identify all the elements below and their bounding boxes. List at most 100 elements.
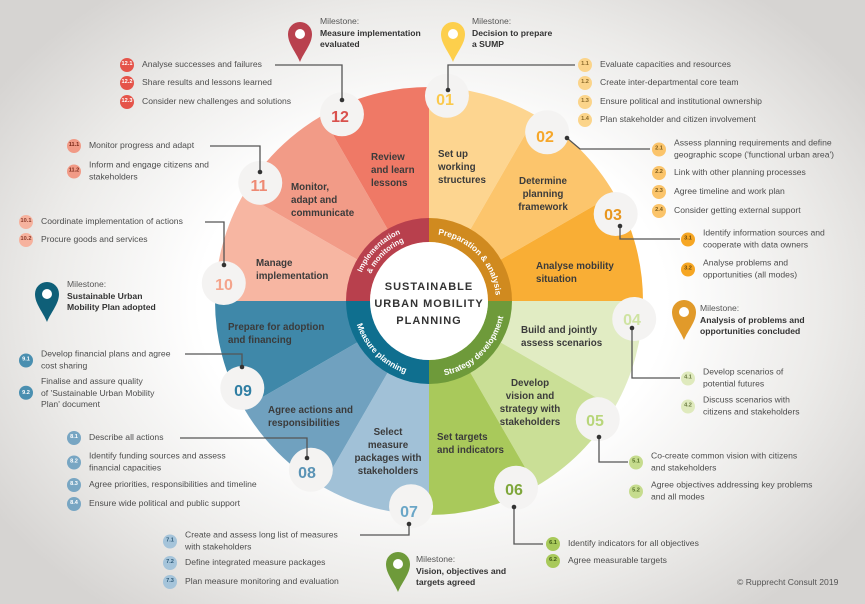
connector-line — [205, 221, 225, 265]
task-text: Create and assess long list of measures — [185, 529, 338, 540]
milestone-text: Decision to prepare — [472, 27, 553, 38]
task-text: Plan measure monitoring and evaluation — [185, 576, 339, 587]
step-label-line: planning — [523, 189, 564, 200]
task-text: Share results and lessons learned — [142, 77, 272, 88]
task-text: financial capacities — [89, 462, 162, 472]
milestone-prefix: Milestone: — [700, 303, 740, 313]
task-badge: 1.3 — [578, 95, 592, 109]
task-text: Plan' document — [41, 398, 100, 409]
task-text: cooperate with data owners — [703, 239, 809, 249]
task-badge: 2.3 — [652, 185, 666, 199]
step-label-line: situation — [536, 274, 577, 285]
task-text: Agree timeline and work plan — [674, 186, 785, 197]
step-number: 01 — [436, 92, 454, 109]
step-label-line: strategy with — [500, 404, 560, 415]
phase-ring-segment — [346, 301, 429, 384]
task-text: Analyse problems and — [703, 257, 789, 268]
connector-dot — [304, 455, 310, 461]
connector-dot — [617, 223, 623, 229]
step-label-line: Set up — [438, 149, 468, 160]
step-notch — [288, 447, 333, 492]
step-notch — [593, 191, 638, 236]
task-text: Define integrated measure packages — [185, 557, 326, 568]
milestone-text: Measure implementation — [320, 27, 421, 38]
task-badge: 10.1 — [19, 215, 33, 229]
connector-dot — [257, 169, 263, 175]
task-badge: 4.2 — [681, 399, 695, 413]
task-text: Discuss scenarios with — [703, 394, 790, 405]
task-text: Ensure wide political and public support — [89, 498, 240, 509]
connector-line — [360, 524, 410, 536]
connector-line — [619, 226, 680, 240]
task-badge: 3.2 — [681, 262, 695, 276]
task-badge: 8.1 — [67, 431, 81, 445]
task-text: potential futures — [703, 378, 765, 388]
milestone-text: opportunities concluded — [700, 326, 801, 336]
step-notch — [220, 366, 265, 411]
task-badge: 1.2 — [578, 76, 592, 90]
step-notch — [494, 465, 539, 510]
task-badge: 8.3 — [67, 478, 81, 492]
milestone-prefix: Milestone: — [67, 279, 107, 289]
task-badge: 7.1 — [163, 534, 177, 548]
milestone-pin-icon — [386, 552, 410, 592]
task-badge: 8.4 — [67, 497, 81, 511]
step-notch — [612, 296, 657, 341]
task-text: Agree measurable targets — [568, 555, 667, 566]
milestone-text: Analysis of problems and — [700, 314, 805, 325]
step-label-line: communicate — [291, 208, 355, 219]
step-notch — [575, 397, 620, 442]
connector-dot — [221, 262, 227, 268]
step-notch — [389, 484, 434, 529]
step-number: 03 — [604, 207, 622, 224]
step-label-line: Monitor, — [291, 182, 329, 193]
task-text: Develop financial plans and agree — [41, 348, 171, 359]
task-text: Plan stakeholder and citizen involvement — [600, 114, 756, 125]
step-notch — [319, 92, 364, 137]
milestone-text: a SUMP — [472, 39, 504, 49]
task-text: Agree objectives addressing key problems — [651, 479, 813, 490]
step-label-line: Select — [374, 427, 404, 438]
step-label-line: vision and — [506, 391, 554, 402]
step-number: 12 — [331, 109, 349, 126]
step-label-line: adapt and — [291, 195, 337, 206]
task-item: 7.1 Create and assess long list of measur… — [163, 530, 338, 553]
step-label-line: and learn — [371, 165, 415, 176]
step-label-line: measure — [368, 440, 409, 451]
step-notch — [201, 261, 246, 306]
connector-dot — [445, 87, 451, 93]
step-notch — [238, 160, 283, 205]
task-text: Coordinate implementation of actions — [41, 216, 183, 227]
connector-dot — [596, 434, 602, 440]
step-label[interactable]: Monitor, adapt and communicate — [291, 182, 355, 219]
milestone-prefix: Milestone: — [472, 16, 512, 26]
task-badge: 9.1 — [19, 353, 33, 367]
task-badge: 12.1 — [120, 58, 134, 72]
task-item: 2.3 Agree timeline and work plan — [652, 185, 785, 199]
